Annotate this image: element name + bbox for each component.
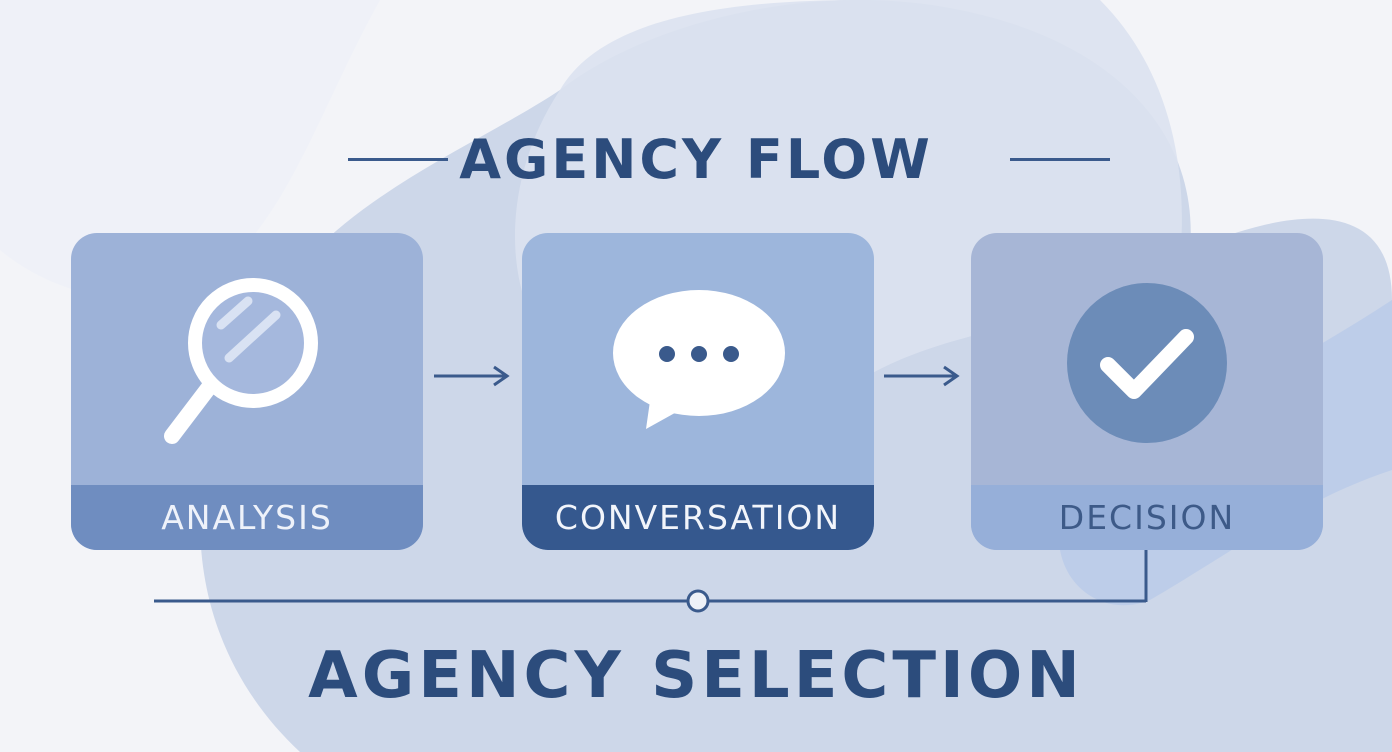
title-rule-left — [348, 158, 448, 161]
step-label-analysis: ANALYSIS — [71, 485, 423, 550]
arrow-icon — [434, 365, 510, 387]
checkmark-circle-icon — [971, 233, 1323, 485]
step-card-decision: DECISION — [971, 233, 1323, 550]
step-label-conversation: CONVERSATION — [522, 485, 874, 550]
diagram-footer-title: AGENCY SELECTION — [308, 639, 1084, 713]
step-card-conversation: CONVERSATION — [522, 233, 874, 550]
arrow-icon — [884, 365, 960, 387]
diagram-title: AGENCY FLOW — [459, 128, 933, 191]
step-label-decision: DECISION — [971, 485, 1323, 550]
title-rule-right — [1010, 158, 1110, 161]
speech-bubble-icon — [522, 233, 874, 485]
step-card-analysis: ANALYSIS — [71, 233, 423, 550]
magnifier-icon — [71, 233, 423, 485]
background-blob-left — [0, 0, 380, 298]
